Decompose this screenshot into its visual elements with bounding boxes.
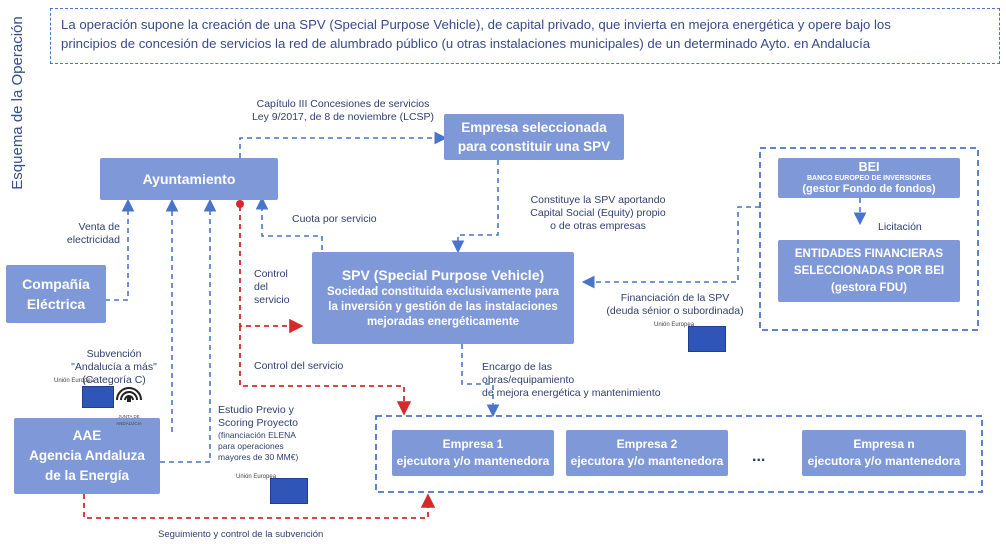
spv-line-3: mejoradas energéticamente — [366, 316, 520, 328]
compania-line-2: Eléctrica — [26, 296, 86, 312]
empresa-n-sub: ejecutora y/o mantenedora — [807, 454, 961, 468]
estudio-line-3: (financiación ELENA — [218, 430, 296, 440]
arrow-venta-electricidad — [105, 198, 135, 301]
arrow-empresa-spv — [451, 160, 499, 254]
eu-logo-financiacion-text: Unión Europea — [654, 322, 695, 328]
empresa-1-sub: ejecutora y/o mantenedora — [396, 454, 550, 468]
financiacion-line-2: (deuda sénior o subordinada) — [606, 305, 744, 317]
cuota-label: Cuota por servicio — [292, 213, 377, 225]
empresa-n-title: Empresa n — [853, 437, 915, 451]
intro-box: La operación supone la creación de una S… — [50, 8, 1000, 64]
arrow-cuota — [255, 196, 323, 250]
aae-line-3: de la Energía — [44, 468, 130, 483]
encargo-line-1: Encargo de las — [482, 361, 553, 373]
junta-arch-icon — [116, 387, 142, 402]
estudio-label: Estudio Previo y Scoring Proyecto (finan… — [218, 404, 318, 463]
entidades-line-1: ENTIDADES FINANCIERAS — [794, 247, 944, 260]
seguimiento-label: Seguimiento y control de la subvención — [158, 529, 324, 540]
eu-logo-estudio-text: Unión Europea — [236, 474, 277, 480]
constituye-line-1: Constituye la SPV aportando — [530, 194, 666, 206]
estudio-line-4: para operaciones — [218, 441, 284, 451]
estudio-line-5: mayores de 30 MM€) — [218, 452, 299, 462]
arrow-estudio — [160, 198, 217, 463]
empresa-2-sub: ejecutora y/o mantenedora — [570, 454, 724, 468]
empresa-sel-line-2: para constituir una SPV — [457, 139, 611, 154]
empresa-2-title: Empresa 2 — [616, 437, 678, 451]
spv-box: SPV (Special Purpose Vehicle) Sociedad c… — [312, 252, 574, 344]
ayuntamiento-label: Ayuntamiento — [142, 171, 236, 187]
empresa-n-box: Empresa n ejecutora y/o mantenedora — [802, 430, 966, 476]
arrow-ayto-empresa — [239, 131, 448, 158]
constituye-label: Constituye la SPV aportando Capital Soci… — [508, 194, 688, 233]
spv-title: SPV (Special Purpose Vehicle) — [341, 267, 545, 283]
eu-logo-estudio: Unión Europea — [236, 474, 308, 504]
arrow-control-spv — [239, 206, 304, 334]
subvencion-line-1: Subvención — [86, 348, 142, 360]
spv-line-2: la inversión y gestión de las instalacio… — [328, 301, 558, 313]
bei-title: BEI — [858, 159, 880, 174]
control-del-servicio-label: Control del servicio — [254, 360, 344, 372]
empresa-1-title: Empresa 1 — [442, 437, 504, 451]
control-origin-dot — [236, 200, 244, 208]
encargo-line-2: obras/equipamiento — [482, 374, 575, 386]
control-line-3: servicio — [254, 294, 290, 306]
subvencion-line-3: (Categoría C) — [82, 374, 146, 386]
venta-line-2: electricidad — [66, 234, 120, 246]
eu-flag-icon — [688, 326, 726, 352]
arrow-control-empresas — [239, 326, 412, 416]
subvencion-label: Subvención "Andalucía a más" (Categoría … — [54, 348, 174, 387]
empresa-seleccionada-box: Empresa seleccionada para constituir una… — [444, 114, 624, 160]
intro-line-2: principios de concesión de servicios la … — [61, 36, 871, 51]
ayuntamiento-box: Ayuntamiento — [100, 158, 278, 200]
eu-flag-icon — [82, 386, 114, 408]
aae-box: AAE Agencia Andaluza de la Energía — [14, 418, 160, 494]
constituye-line-2: Capital Social (Equity) propio — [530, 207, 666, 219]
constituye-line-3: o de otras empresas — [550, 220, 646, 232]
eu-logo-subvencion-text: Unión Europea — [54, 378, 95, 384]
capitulo-line-1: Capítulo III Concesiones de servicios — [256, 98, 430, 110]
ellipsis: ... — [752, 448, 766, 465]
subvencion-line-2: "Andalucía a más" — [71, 361, 157, 373]
aae-line-2: Agencia Andaluza — [29, 448, 145, 463]
spv-line-1: Sociedad constituida exclusivamente para — [327, 286, 559, 298]
licitacion-label: Licitación — [878, 221, 922, 233]
estudio-line-2: Scoring Proyecto — [218, 417, 298, 429]
estudio-line-1: Estudio Previo y — [218, 404, 294, 416]
intro-line-1: La operación supone la creación de una S… — [61, 17, 891, 32]
control-label: Control del servicio — [254, 268, 290, 307]
empresa-1-box: Empresa 1 ejecutora y/o mantenedora — [392, 430, 554, 476]
bei-line-2: (gestor Fondo de fondos) — [802, 182, 936, 195]
compania-line-1: Compañía — [22, 276, 90, 292]
empresa-sel-line-1: Empresa seleccionada — [461, 120, 607, 135]
financiacion-label: Financiación de la SPV (deuda sénior o s… — [590, 292, 760, 318]
empresa-2-box: Empresa 2 ejecutora y/o mantenedora — [566, 430, 728, 476]
encargo-label: Encargo de las obras/equipamiento de mej… — [482, 361, 661, 400]
junta-andalucia-logo: JUNTA DE ANDALUCIA — [114, 380, 144, 426]
control-line-2: del — [254, 281, 269, 293]
aae-line-1: AAE — [72, 428, 102, 443]
arrow-seguimiento — [83, 493, 436, 519]
capitulo-label: Capítulo III Concesiones de servicios Le… — [244, 98, 442, 124]
financiacion-line-1: Financiación de la SPV — [620, 292, 730, 304]
entidades-financieras-box: ENTIDADES FINANCIERAS SELECCIONADAS POR … — [778, 240, 960, 302]
venta-line-1: Venta de — [78, 221, 120, 233]
encargo-line-3: de mejora energética y mantenimiento — [482, 387, 661, 399]
control-line-1: Control — [254, 268, 288, 280]
arrow-financiacion — [581, 206, 760, 289]
eu-logo-subvencion: Unión Europea — [54, 378, 114, 408]
arrow-encargo — [461, 344, 500, 418]
venta-label: Venta de electricidad — [52, 221, 120, 247]
bei-line-1: BANCO EUROPEO DE INVERSIONES — [806, 174, 932, 182]
eu-logo-financiacion: Unión Europea — [654, 322, 726, 352]
empresas-group-border — [375, 415, 983, 493]
bei-box: BEI BANCO EUROPEO DE INVERSIONES (gestor… — [778, 158, 960, 198]
capitulo-line-2: Ley 9/2017, de 8 de noviembre (LCSP) — [251, 111, 435, 123]
entidades-line-3: (gestora FDU) — [830, 281, 908, 294]
entidades-line-2: SELECCIONADAS POR BEI — [793, 264, 945, 277]
junta-text: JUNTA DE ANDALUCIA — [116, 414, 142, 426]
compania-electrica-box: Compañía Eléctrica — [6, 265, 106, 323]
eu-flag-icon — [270, 478, 308, 504]
